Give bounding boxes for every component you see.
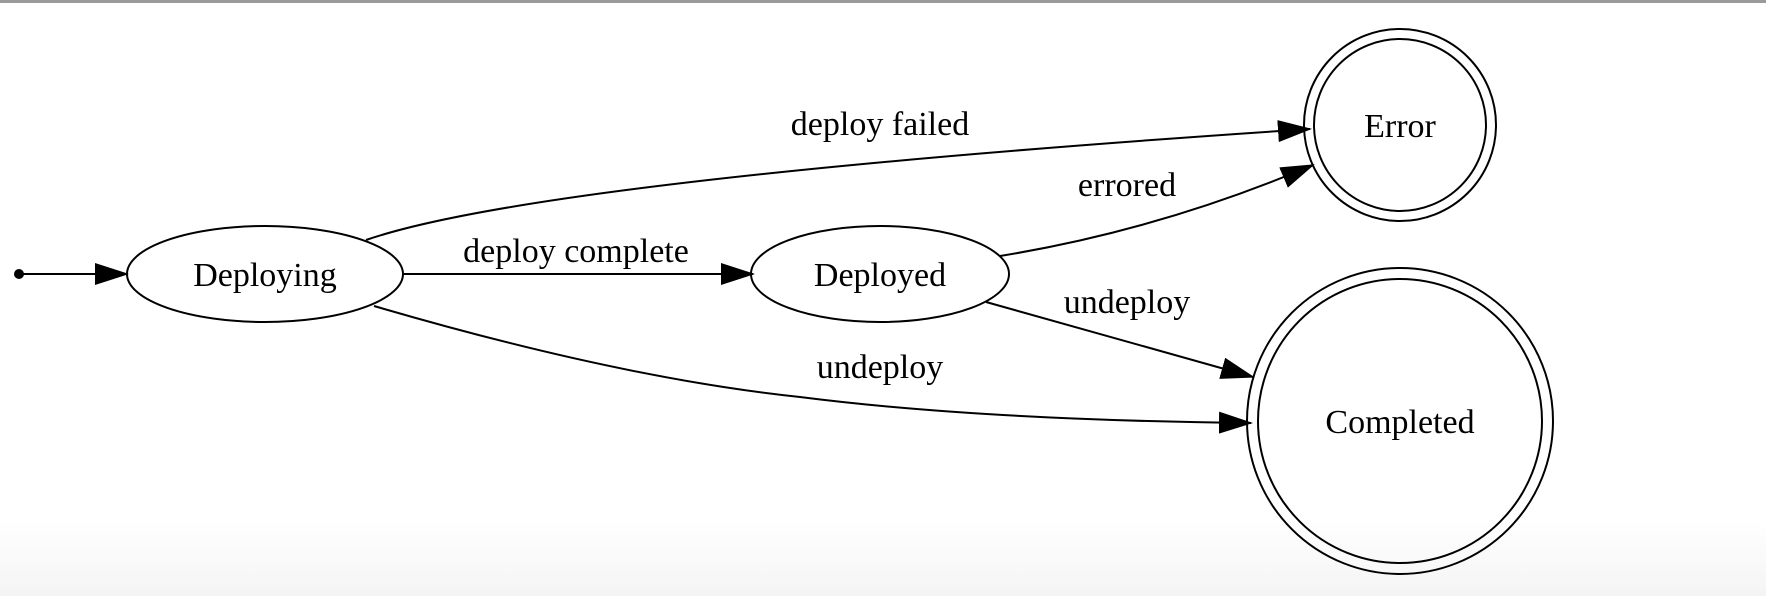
edge-undeploy-from-deployed: undeploy [985,284,1255,379]
edge-label-errored: errored [1078,167,1176,204]
node-deployed: Deployed [750,225,1010,323]
node-completed: Completed [1246,267,1554,575]
node-error-label: Error [1364,108,1436,145]
edge-deploy-failed: deploy failed [365,106,1312,241]
node-completed-outer-ring [1246,267,1554,575]
node-deployed-ellipse [750,225,1010,323]
node-completed-inner-ring [1257,278,1543,564]
node-error-outer-ring [1303,28,1497,222]
edge-label-deploy-failed: deploy failed [791,106,969,143]
edge-deploy-failed-arrow [365,120,1312,241]
edge-errored-arrow [999,164,1315,257]
bottom-shadow [0,520,1766,596]
node-error-inner-ring [1313,38,1487,212]
edge-label-undeploy-from-deployed: undeploy [1064,284,1191,321]
top-divider [0,0,1766,3]
node-error: Error [1303,28,1497,222]
node-deploying: Deploying [126,225,404,323]
edge-label-undeploy-from-deploying: undeploy [817,349,944,386]
edge-undeploy-from-deploying-arrow [373,305,1253,434]
initial-state [14,263,129,285]
node-deploying-label: Deploying [193,257,337,294]
node-deploying-ellipse [126,225,404,323]
node-completed-label: Completed [1325,404,1474,441]
edge-errored: errored [999,164,1315,257]
edge-undeploy-from-deploying: undeploy [373,305,1253,434]
edge-undeploy-from-deployed-arrow [985,301,1255,379]
edge-label-deploy-complete: deploy complete [463,233,689,270]
edge-deploy-complete: deploy complete [403,233,755,285]
node-deployed-label: Deployed [814,257,946,294]
